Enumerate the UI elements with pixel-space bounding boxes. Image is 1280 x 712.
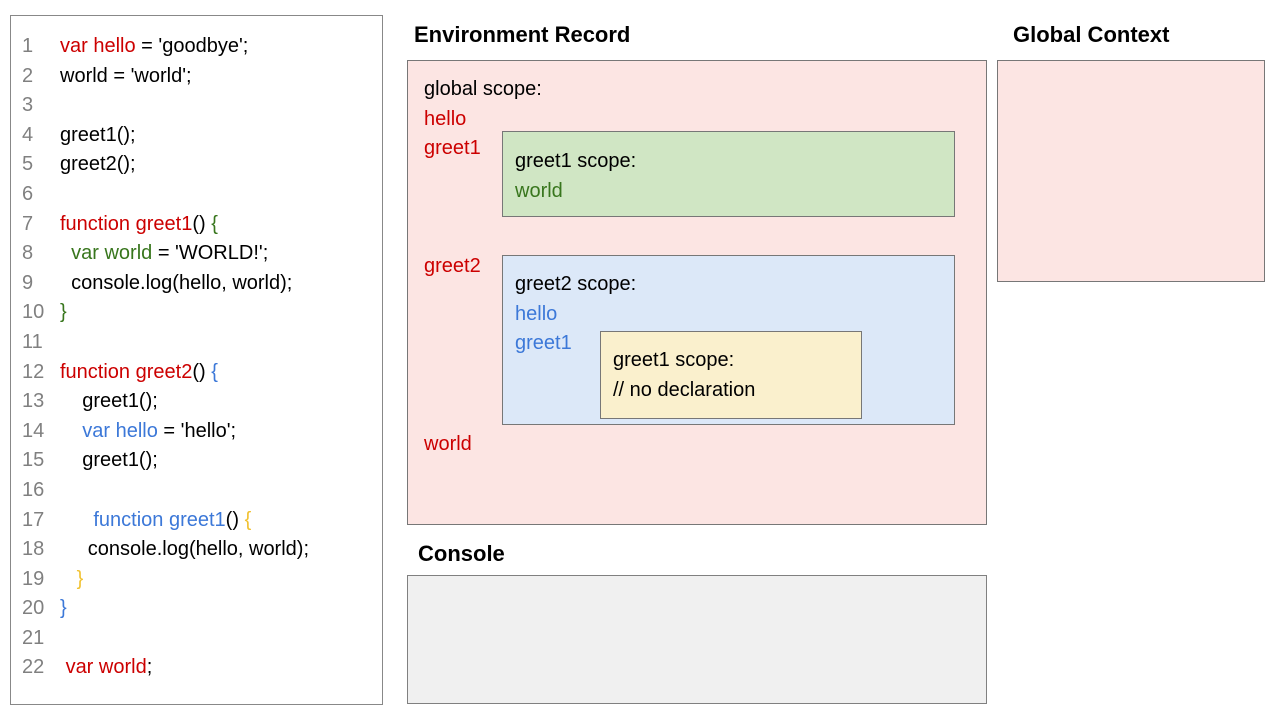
line-number: 16 <box>22 478 45 501</box>
code-text: greet1(); <box>60 390 158 413</box>
greet1-scope-box: greet1 scope: world <box>502 131 955 217</box>
code-text: console.log(hello, world); <box>60 271 293 294</box>
code-lines: 1 var hello = 'goodbye'; 2 world = 'world';… <box>11 16 382 683</box>
line-number: 11 <box>22 330 43 353</box>
global-context-title: Global Context <box>1013 22 1170 47</box>
code-text: var hello = 'goodbye'; <box>60 35 249 57</box>
code-text: var world; <box>65 656 153 679</box>
code-line: 20} <box>22 594 382 624</box>
environment-record-title: Environment Record <box>414 22 631 47</box>
greet2-scope-var-hello: hello <box>515 302 558 325</box>
line-number: 17 <box>22 508 45 531</box>
line-number: 3 <box>22 94 34 117</box>
code-text: } <box>60 597 67 620</box>
code-line: 10} <box>22 298 382 328</box>
line-number: 7 <box>22 212 34 235</box>
inner-greet1-scope-label: greet1 scope: <box>613 349 735 371</box>
code-text: greet2(); <box>60 153 136 176</box>
greet2-scope-label: greet2 scope: <box>515 273 637 295</box>
line-number: 22 <box>22 656 45 679</box>
code-line: 6 <box>22 180 382 210</box>
code-line: 17 function greet1() { <box>22 506 382 536</box>
code-text: greet1(); <box>60 449 158 472</box>
global-scope-label: global scope: <box>424 78 542 100</box>
code-line: 22 var world; <box>22 653 382 683</box>
code-line: 16 <box>22 476 382 506</box>
global-scope-box: global scope: hello greet1 greet2 world … <box>407 60 987 525</box>
greet2-scope-var-greet1: greet1 <box>515 332 572 355</box>
code-line: 2 world = 'world'; <box>22 62 382 92</box>
code-line: 13 greet1(); <box>22 387 382 417</box>
code-line: 8 var world = 'WORLD!'; <box>22 239 382 269</box>
line-number: 5 <box>22 153 34 176</box>
line-number: 9 <box>22 271 34 294</box>
code-line: 1 var hello = 'goodbye'; <box>22 32 382 62</box>
global-var-world: world <box>424 433 472 455</box>
greet1-scope-label: greet1 scope: <box>515 150 637 172</box>
code-line: 15 greet1(); <box>22 446 382 476</box>
greet2-scope-box: greet2 scope: hello greet1 greet1 scope:… <box>502 255 955 425</box>
code-line: 3 <box>22 91 382 121</box>
line-number: 8 <box>22 242 34 265</box>
code-line: 12 function greet2() { <box>22 358 382 388</box>
code-line: 19 } <box>22 565 382 595</box>
code-text: var hello = 'hello'; <box>82 419 237 442</box>
code-text: } <box>76 567 84 590</box>
code-line: 4 greet1(); <box>22 121 382 151</box>
code-text: console.log(hello, world); <box>60 538 310 561</box>
line-number: 2 <box>22 64 34 87</box>
code-text: } <box>60 301 67 324</box>
line-number: 1 <box>22 35 34 57</box>
line-number: 13 <box>22 390 45 413</box>
line-number: 14 <box>22 419 45 442</box>
code-line: 21 <box>22 624 382 654</box>
code-text: function greet2() { <box>60 360 218 383</box>
code-text: world = 'world'; <box>60 64 192 87</box>
line-number: 12 <box>22 360 45 383</box>
greet1-scope-var-world: world <box>515 179 563 202</box>
inner-greet1-scope-comment: // no declaration <box>613 378 756 401</box>
inner-greet1-scope-box: greet1 scope: // no declaration <box>600 331 862 419</box>
global-var-hello: hello <box>424 108 467 130</box>
code-line: 11 <box>22 328 382 358</box>
line-number: 15 <box>22 449 45 472</box>
global-var-greet2: greet2 <box>424 255 481 277</box>
code-line: 9 console.log(hello, world); <box>22 269 382 299</box>
code-line: 5 greet2(); <box>22 150 382 180</box>
code-line: 7 function greet1() { <box>22 210 382 240</box>
line-number: 4 <box>22 123 34 146</box>
code-line: 18 console.log(hello, world); <box>22 535 382 565</box>
line-number: 19 <box>22 567 45 590</box>
code-text: var world = 'WORLD!'; <box>71 242 269 265</box>
code-line: 14 var hello = 'hello'; <box>22 417 382 447</box>
code-text: function greet1() { <box>93 508 252 531</box>
code-text: function greet1() { <box>60 212 218 235</box>
code-editor-panel: 1 var hello = 'goodbye'; 2 world = 'world';… <box>10 15 383 705</box>
console-title: Console <box>418 541 505 566</box>
line-number: 20 <box>22 597 45 620</box>
console-output-box <box>407 575 987 704</box>
line-number: 18 <box>22 538 45 561</box>
global-context-box <box>997 60 1265 282</box>
line-number: 6 <box>22 182 34 205</box>
global-var-greet1: greet1 <box>424 137 481 159</box>
code-text: greet1(); <box>60 123 136 146</box>
line-number: 10 <box>22 301 45 324</box>
line-number: 21 <box>22 626 45 649</box>
